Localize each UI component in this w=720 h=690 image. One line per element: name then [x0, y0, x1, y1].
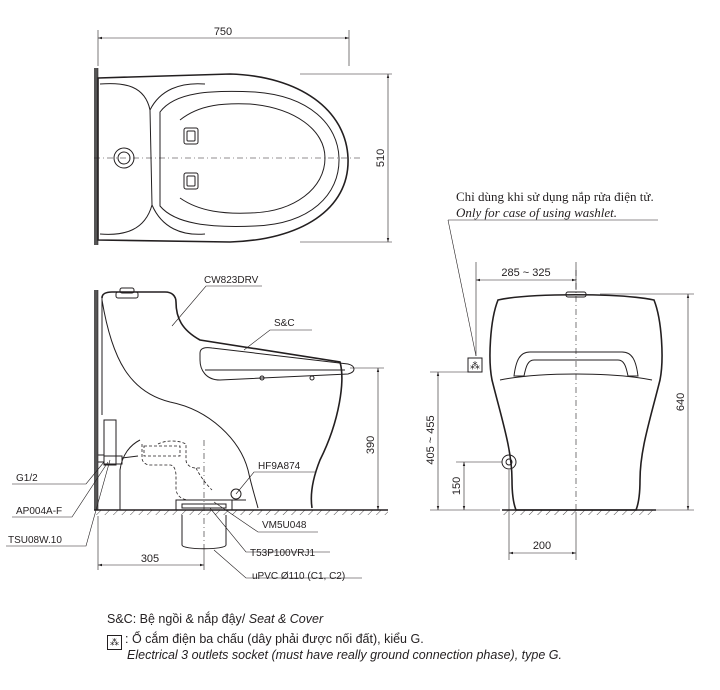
legend-socket: ⁂: Ổ cắm điện ba chấu (dây phải được nối…: [107, 631, 424, 650]
dim-depth-510: 510: [375, 149, 387, 167]
svg-text:⁂: ⁂: [470, 361, 480, 372]
legend-sc-prefix: S&C: Bệ ngồi & nắp đậy/: [107, 612, 249, 626]
dim-supply-200: 200: [533, 540, 551, 552]
label-valve: AP004A-F: [16, 506, 62, 517]
dim-total-640: 640: [675, 393, 687, 411]
note-vi: Chỉ dùng khi sử dụng nắp rửa điện tử.: [456, 189, 654, 204]
side-wall: [94, 290, 98, 510]
top-seat-outline: [159, 90, 340, 227]
top-body-outline: [97, 73, 349, 243]
label-tank: CW823DRV: [204, 275, 259, 286]
side-seat: [199, 347, 355, 381]
dim-supply-150: 150: [451, 477, 463, 495]
side-body-outline: [101, 291, 343, 509]
side-view: CW823DRV S&C 390 305: [6, 275, 388, 582]
dim-rough-in-305: 305: [141, 553, 159, 565]
label-drain: uPVC Ø110 (C1, C2): [252, 571, 345, 582]
label-fitting-right: HF9A874: [258, 461, 301, 472]
label-supply: G1/2: [16, 473, 38, 484]
socket-symbol: [467, 357, 483, 373]
dim-socket-width: 285 ~ 325: [501, 267, 550, 279]
front-view: Chỉ dùng khi sử dụng nắp rửa điện tử. On…: [425, 189, 694, 560]
legend-socket-en: Electrical 3 outlets socket (must have r…: [127, 648, 562, 662]
top-view: 750 510: [94, 26, 392, 245]
legend-socket-vi: : Ổ cắm điện ba chấu (dây phải được nối …: [125, 632, 424, 646]
label-part-a: VM5U048: [262, 520, 307, 531]
dim-socket-height: 405 ~ 455: [425, 415, 437, 464]
label-seat: S&C: [274, 318, 295, 329]
legend-sc-en: Seat & Cover: [248, 612, 324, 626]
socket-legend-icon: ⁂: [107, 635, 122, 650]
front-seat-lid: [513, 351, 639, 377]
legend-seat-cover: S&C: Bệ ngồi & nắp đậy/ Seat & Cover: [107, 611, 323, 627]
label-part-b: T53P100VRJ1: [250, 548, 315, 559]
dim-seat-390: 390: [365, 436, 377, 454]
top-wall: [94, 68, 98, 245]
note-en: Only for case of using washlet.: [456, 205, 617, 220]
label-hose: TSU08W.10: [8, 535, 62, 546]
front-body-outline: [489, 293, 663, 511]
dim-width-750: 750: [214, 26, 232, 38]
